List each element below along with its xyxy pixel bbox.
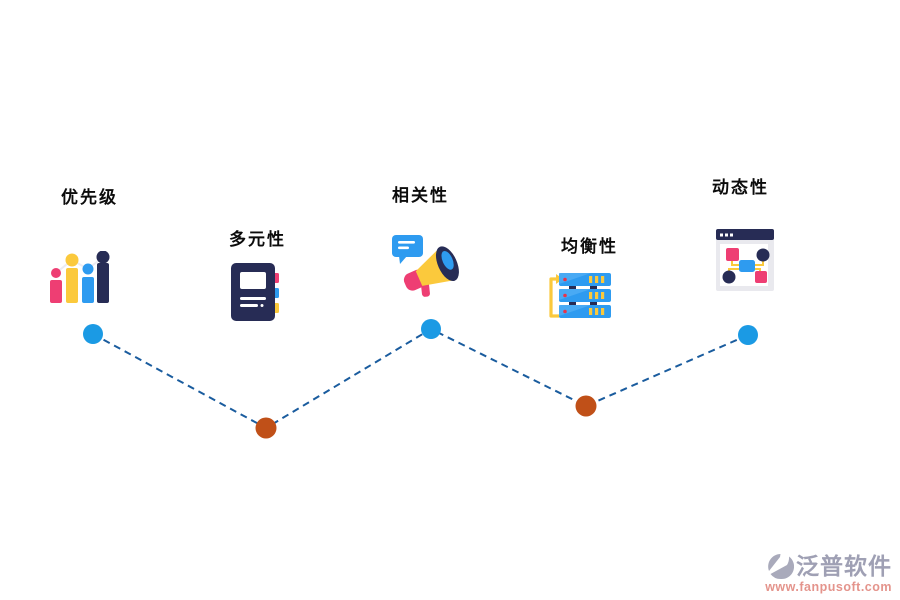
server-stack-icon	[546, 272, 612, 325]
item-label-balance: 均衡性	[561, 237, 618, 256]
milestone-dot-2[interactable]	[255, 417, 277, 439]
milestone-dot-5[interactable]	[738, 325, 758, 345]
bar-chart-icon	[47, 250, 111, 310]
watermark-url[interactable]: www.fanpusoft.com	[765, 580, 892, 594]
fanpu-logo-icon	[767, 553, 794, 580]
zigzag-dashed-line	[92, 327, 749, 430]
notebook-icon	[231, 263, 281, 328]
item-label-relevance: 相关性	[392, 186, 449, 205]
item-label-diversity: 多元性	[229, 230, 286, 249]
milestone-dot-1[interactable]	[83, 324, 103, 344]
watermark-brand: 泛普软件	[796, 553, 892, 579]
megaphone-icon	[391, 227, 463, 302]
flowchart-window-icon	[716, 229, 776, 298]
item-label-priority: 优先级	[61, 188, 118, 207]
watermark: 泛普软件 www.fanpusoft.com	[764, 553, 892, 594]
item-label-dynamics: 动态性	[712, 178, 769, 197]
milestone-dot-4[interactable]	[575, 395, 597, 417]
milestone-dot-3[interactable]	[421, 319, 441, 339]
